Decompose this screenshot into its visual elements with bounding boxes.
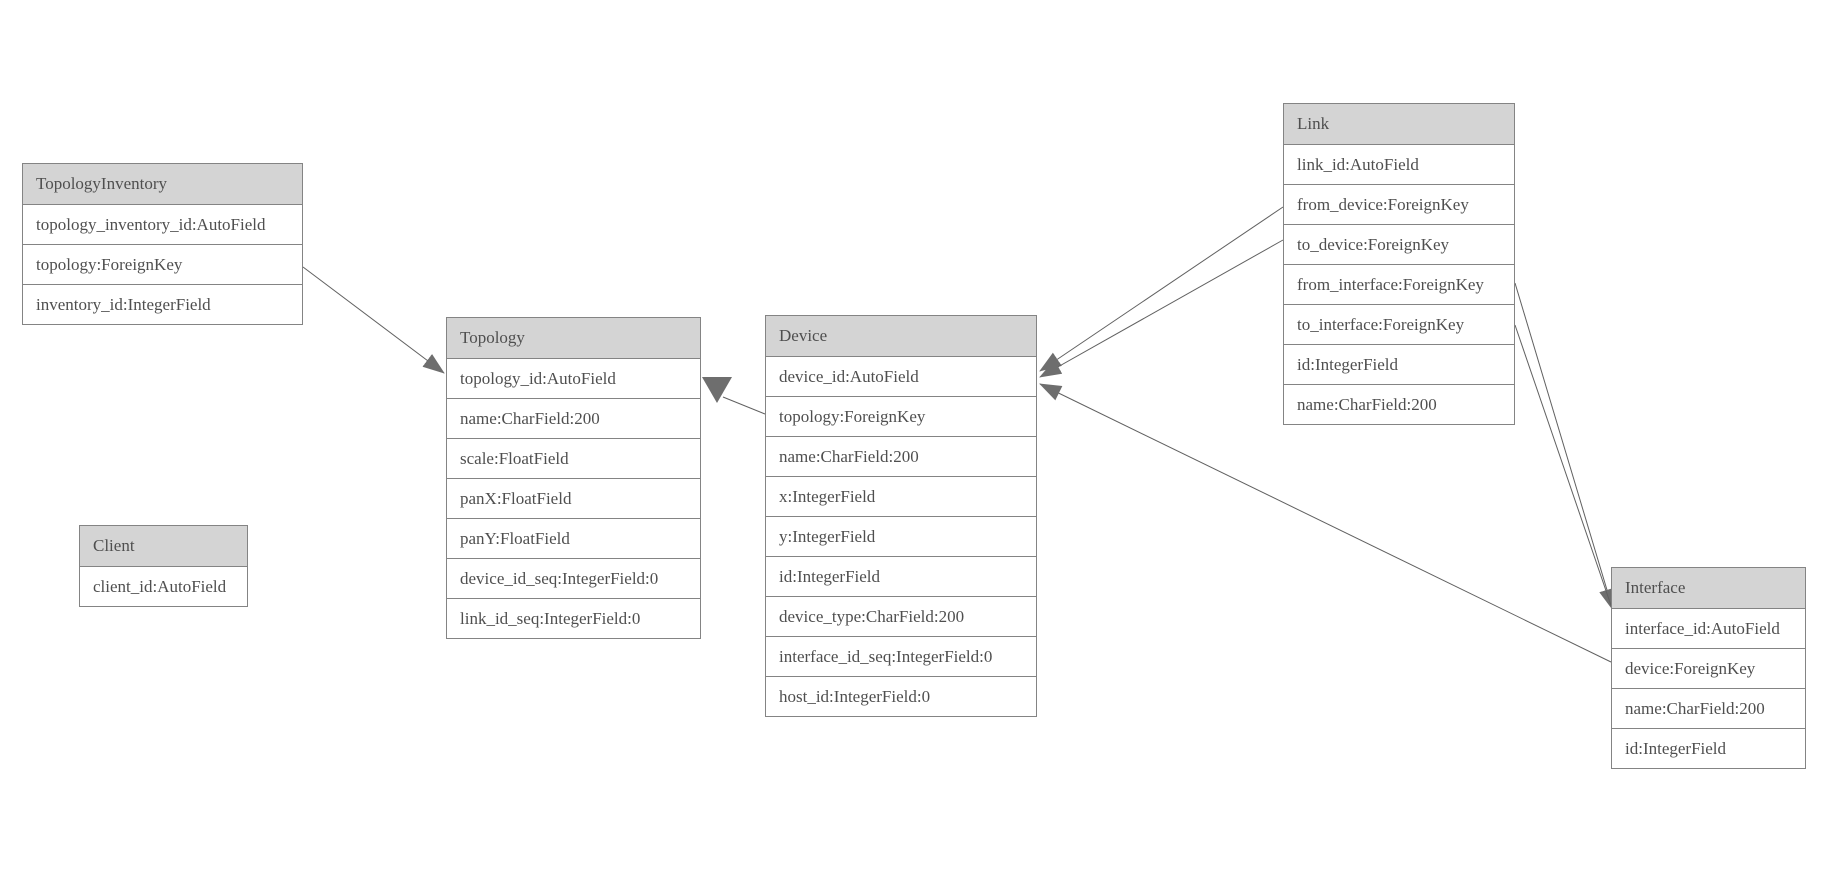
field-link-to-device: to_device:ForeignKey [1284, 225, 1514, 265]
field-device-host-id: host_id:IntegerField:0 [766, 677, 1036, 716]
entity-topology: Topology topology_id:AutoField name:Char… [446, 317, 701, 639]
field-topology-id: topology_id:AutoField [447, 359, 700, 399]
entity-topology-title: Topology [447, 318, 700, 359]
field-device-type: device_type:CharField:200 [766, 597, 1036, 637]
connection-device-topology-arrowhead [702, 377, 732, 403]
field-device-x: x:IntegerField [766, 477, 1036, 517]
entity-topology-inventory-title: TopologyInventory [23, 164, 302, 205]
field-topology-fk: topology:ForeignKey [23, 245, 302, 285]
field-topology-inventory-id: topology_inventory_id:AutoField [23, 205, 302, 245]
field-device-name: name:CharField:200 [766, 437, 1036, 477]
entity-link: Link link_id:AutoField from_device:Forei… [1283, 103, 1515, 425]
field-link-from-interface: from_interface:ForeignKey [1284, 265, 1514, 305]
connection-link-frominterface-interface [1514, 282, 1615, 611]
field-interface-name: name:CharField:200 [1612, 689, 1805, 729]
entity-client: Client client_id:AutoField [79, 525, 248, 607]
field-link-id-int: id:IntegerField [1284, 345, 1514, 385]
entity-device-title: Device [766, 316, 1036, 357]
field-link-id: link_id:AutoField [1284, 145, 1514, 185]
entity-device: Device device_id:AutoField topology:Fore… [765, 315, 1037, 717]
field-topology-panx: panX:FloatField [447, 479, 700, 519]
connection-link-fromdevice-device [1039, 206, 1284, 372]
field-device-id: device_id:AutoField [766, 357, 1036, 397]
field-inventory-id: inventory_id:IntegerField [23, 285, 302, 324]
field-link-to-interface: to_interface:ForeignKey [1284, 305, 1514, 345]
field-topology-device-id-seq: device_id_seq:IntegerField:0 [447, 559, 700, 599]
connection-link-todevice-device [1039, 239, 1284, 378]
field-topology-link-id-seq: link_id_seq:IntegerField:0 [447, 599, 700, 638]
entity-topology-inventory: TopologyInventory topology_inventory_id:… [22, 163, 303, 325]
entity-interface-title: Interface [1612, 568, 1805, 609]
connection-topologyinventory-topology [302, 266, 445, 374]
field-device-id-int: id:IntegerField [766, 557, 1036, 597]
field-interface-id-int: id:IntegerField [1612, 729, 1805, 768]
field-device-y: y:IntegerField [766, 517, 1036, 557]
entity-client-title: Client [80, 526, 247, 567]
entity-link-title: Link [1284, 104, 1514, 145]
field-device-topology-fk: topology:ForeignKey [766, 397, 1036, 437]
connection-device-topology [722, 396, 766, 415]
field-interface-id: interface_id:AutoField [1612, 609, 1805, 649]
field-device-interface-id-seq: interface_id_seq:IntegerField:0 [766, 637, 1036, 677]
field-link-from-device: from_device:ForeignKey [1284, 185, 1514, 225]
entity-interface: Interface interface_id:AutoField device:… [1611, 567, 1806, 769]
field-topology-scale: scale:FloatField [447, 439, 700, 479]
connection-link-tointerface-interface [1514, 324, 1616, 618]
connection-interface-device [1039, 383, 1612, 663]
field-link-name: name:CharField:200 [1284, 385, 1514, 424]
field-topology-pany: panY:FloatField [447, 519, 700, 559]
field-topology-name: name:CharField:200 [447, 399, 700, 439]
field-interface-device-fk: device:ForeignKey [1612, 649, 1805, 689]
field-client-id: client_id:AutoField [80, 567, 247, 606]
